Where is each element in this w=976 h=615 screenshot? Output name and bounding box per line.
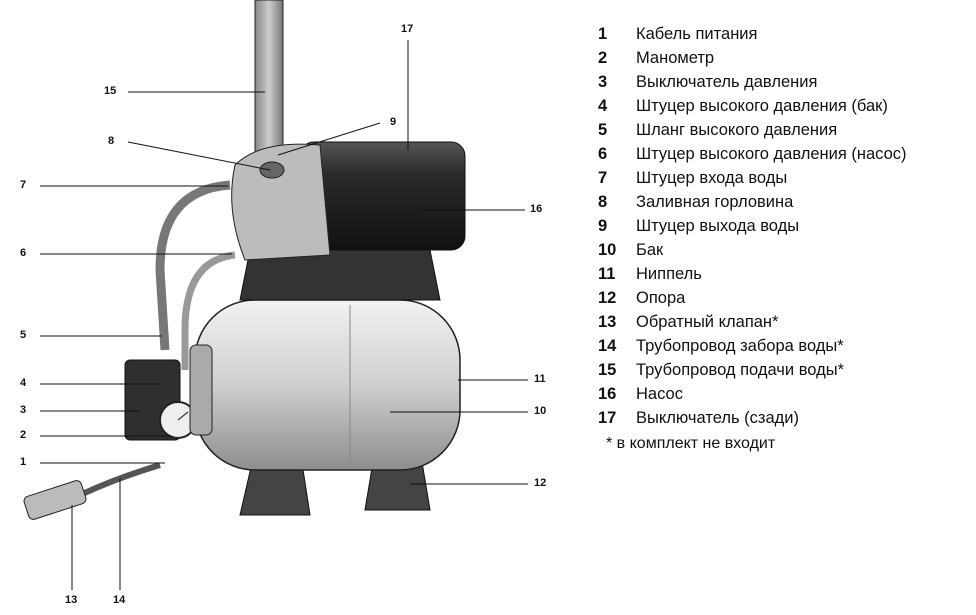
callout-13: 13 [65,594,78,606]
legend-number: 8 [598,193,608,211]
legend-text: Опора [636,289,686,307]
parts-legend: 1 Кабель питания 2 Манометр 3 Выключатель дав… [598,22,907,456]
inlet-hose [155,180,231,351]
legend-text: Выключатель давления [636,73,818,91]
legend-text: Манометр [636,49,715,67]
callout-16: 16 [530,203,543,215]
legend-text: Штуцер входа воды [636,169,788,187]
legend-number: 17 [598,409,617,427]
callout-17: 17 [401,23,414,35]
legend-item: 2 Манометр [598,46,907,70]
legend-number: 7 [598,169,608,187]
legend-item: 1 Кабель питания [598,22,907,46]
legend-item: 11 Ниппель [598,262,907,286]
legend-item: 17 Выключатель (сзади) [598,406,907,430]
legend-text: Обратный клапан* [636,313,779,331]
legend-number: 6 [598,145,608,163]
callout-10: 10 [534,405,547,417]
legend-text: Штуцер выхода воды [636,217,800,235]
legend-number: 13 [598,313,617,331]
callout-14: 14 [113,594,126,606]
callout-2: 2 [20,429,27,441]
legend-text: Заливная горловина [636,193,794,211]
legend-number: 9 [598,217,608,235]
legend-number: 10 [598,241,617,259]
legend-text: Штуцер высокого давления (бак) [636,97,888,115]
legend-text: Ниппель [636,265,702,283]
callout-12: 12 [534,477,547,489]
supply-pipe [254,0,284,161]
legend-item: 7 Штуцер входа воды [598,166,907,190]
tank [194,299,461,471]
legend-number: 2 [598,49,608,67]
legend-item: 10 Бак [598,238,907,262]
legend-number: 14 [598,337,617,355]
pressure-hose [181,251,236,370]
callout-5: 5 [20,329,27,341]
legend-item: 14 Трубопровод забора воды* [598,334,907,358]
callout-4: 4 [20,377,27,389]
legend-number: 5 [598,121,608,139]
legend-item: 6 Штуцер высокого давления (насос) [598,142,907,166]
legend-item: 13 Обратный клапан* [598,310,907,334]
callout-15: 15 [104,85,117,97]
callout-1: 1 [20,456,27,468]
check-valve [23,480,87,520]
legend-number: 16 [598,385,617,403]
legend-number: 4 [598,97,608,115]
legend-item: 9 Штуцер выхода воды [598,214,907,238]
callout-11: 11 [534,373,546,385]
callout-8: 8 [108,135,115,147]
legend-text: Бак [636,241,664,259]
legend-number: 11 [598,265,616,283]
legend-text: Шланг высокого давления [636,121,838,139]
legend-text: Трубопровод забора воды* [636,337,844,355]
callout-7: 7 [20,179,27,191]
pump-head [231,143,331,261]
legend-text: Насос [636,385,683,403]
legend-item: 12 Опора [598,286,907,310]
legend-text: Трубопровод подачи воды* [636,361,844,379]
legend-number: 1 [598,25,608,43]
legend-number: 12 [598,289,617,307]
footnote: * в комплект не входит [606,435,776,452]
legend-item: 8 Заливная горловина [598,190,907,214]
callout-lines [40,40,528,590]
legend-item: 16 Насос [598,382,907,406]
callout-3: 3 [20,404,27,416]
legend-item: 5 Шланг высокого давления [598,118,907,142]
legend-item: 3 Выключатель давления [598,70,907,94]
legend-text: Штуцер высокого давления (насос) [636,145,907,163]
legend-item: 4 Штуцер высокого давления (бак) [598,94,907,118]
callout-9: 9 [390,116,397,128]
callout-6: 6 [20,247,27,259]
legend-item: 15 Трубопровод подачи воды* [598,358,907,382]
legend-number: 3 [598,73,608,91]
legend-number: 15 [598,361,617,379]
legend-text: Выключатель (сзади) [636,409,799,427]
legend-text: Кабель питания [636,25,758,43]
